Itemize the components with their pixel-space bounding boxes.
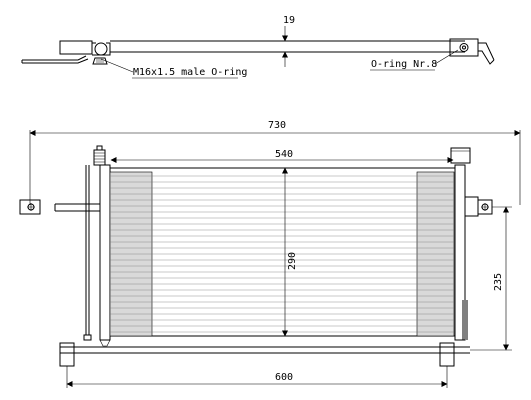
- dim-overall: 730: [29, 120, 521, 205]
- top-view: 19 M16x1.5 male O-ring O-ring Nr.8: [21, 15, 495, 79]
- dim-core-height: 290: [282, 167, 298, 337]
- dim-mount-spacing: 600: [66, 366, 448, 388]
- dim-mount-spacing-label: 600: [275, 372, 293, 383]
- dim-bracket-height: 235: [470, 206, 512, 351]
- dim-bracket-height-label: 235: [493, 273, 504, 291]
- dim-core-width: 540: [275, 149, 293, 160]
- dim-overall-width: 730: [268, 120, 286, 131]
- callout-inlet-fitting: M16x1.5 male O-ring: [133, 67, 247, 78]
- callout-outlet-oring: O-ring Nr.8: [371, 59, 437, 70]
- dim-core-height-label: 290: [287, 252, 298, 270]
- dim-pipe-offset: 19: [283, 15, 295, 26]
- dim-core: 540: [110, 149, 454, 163]
- condenser-front: [19, 145, 493, 367]
